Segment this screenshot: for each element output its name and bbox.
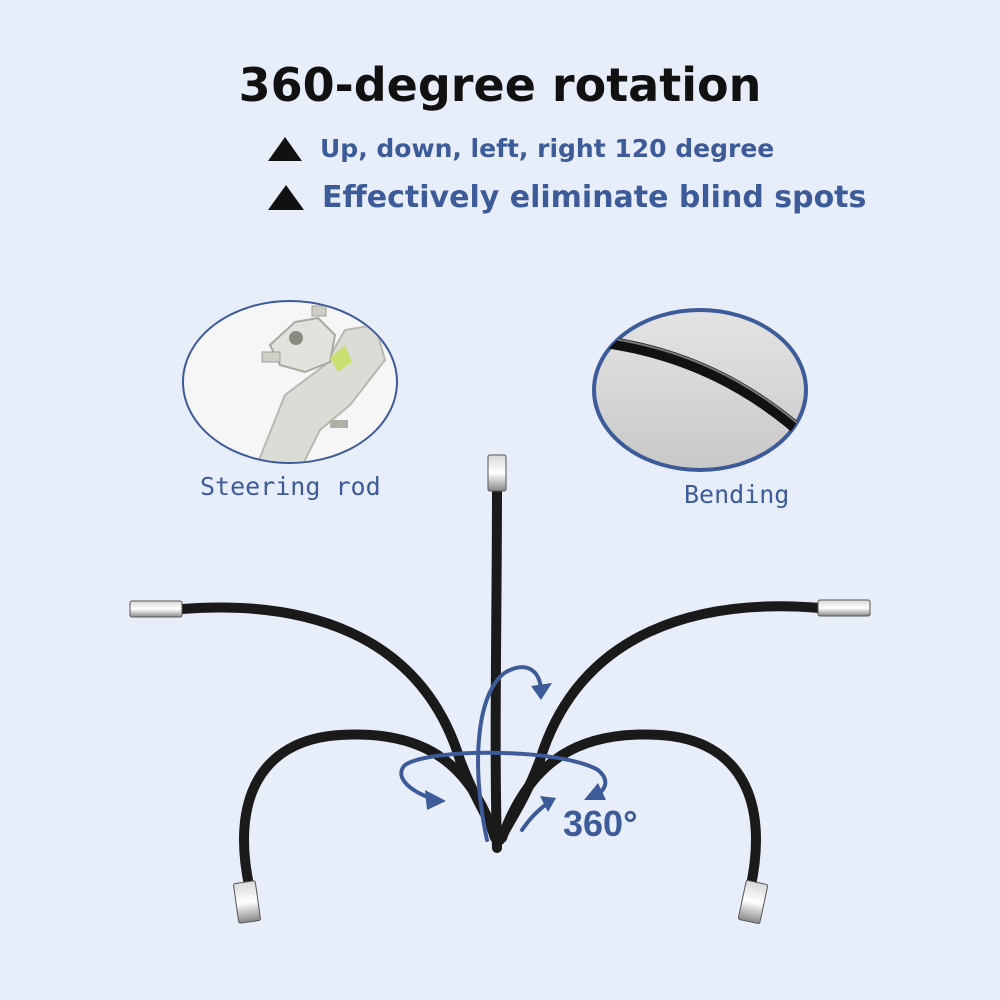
tip-left — [129, 600, 183, 618]
bending-label: Bending — [684, 480, 790, 509]
cable-lower-left — [239, 729, 500, 895]
page-title: 360-degree rotation — [238, 58, 762, 112]
triangle-icon — [268, 136, 302, 161]
bullet-text: Up, down, left, right 120 degree — [320, 134, 775, 163]
cable-group — [177, 475, 825, 895]
rotation-degree-label: 360° — [563, 803, 637, 844]
tip-center — [487, 454, 507, 492]
cable-upper-left — [177, 602, 502, 845]
steering-rod-label: Steering rod — [200, 472, 381, 501]
steering-rod-callout — [182, 300, 398, 464]
camera-tips — [129, 454, 871, 924]
triangle-icon — [268, 185, 304, 210]
arrowhead-icon — [540, 796, 556, 812]
bullet-text: Effectively eliminate blind spots — [322, 180, 867, 215]
arrow-horizontal-loop — [399, 750, 608, 802]
arrow-vertical-loop — [476, 665, 543, 842]
cable-lower-right — [497, 729, 761, 895]
tip-lower-left — [233, 880, 261, 924]
bending-image — [594, 334, 806, 446]
steering-rod-image — [184, 302, 396, 462]
arrow-heads — [425, 683, 606, 812]
arrowhead-icon — [531, 683, 552, 700]
arrow-diagonal — [520, 801, 550, 832]
tip-right — [817, 599, 871, 617]
bending-callout — [592, 308, 808, 472]
bullet-up-down: Up, down, left, right 120 degree — [268, 134, 774, 163]
arrowhead-icon — [584, 783, 606, 800]
tip-lower-right — [737, 880, 769, 924]
arrowhead-icon — [425, 790, 446, 810]
bullet-blind-spots: Effectively eliminate blind spots — [268, 180, 866, 215]
cable-center — [490, 475, 502, 853]
